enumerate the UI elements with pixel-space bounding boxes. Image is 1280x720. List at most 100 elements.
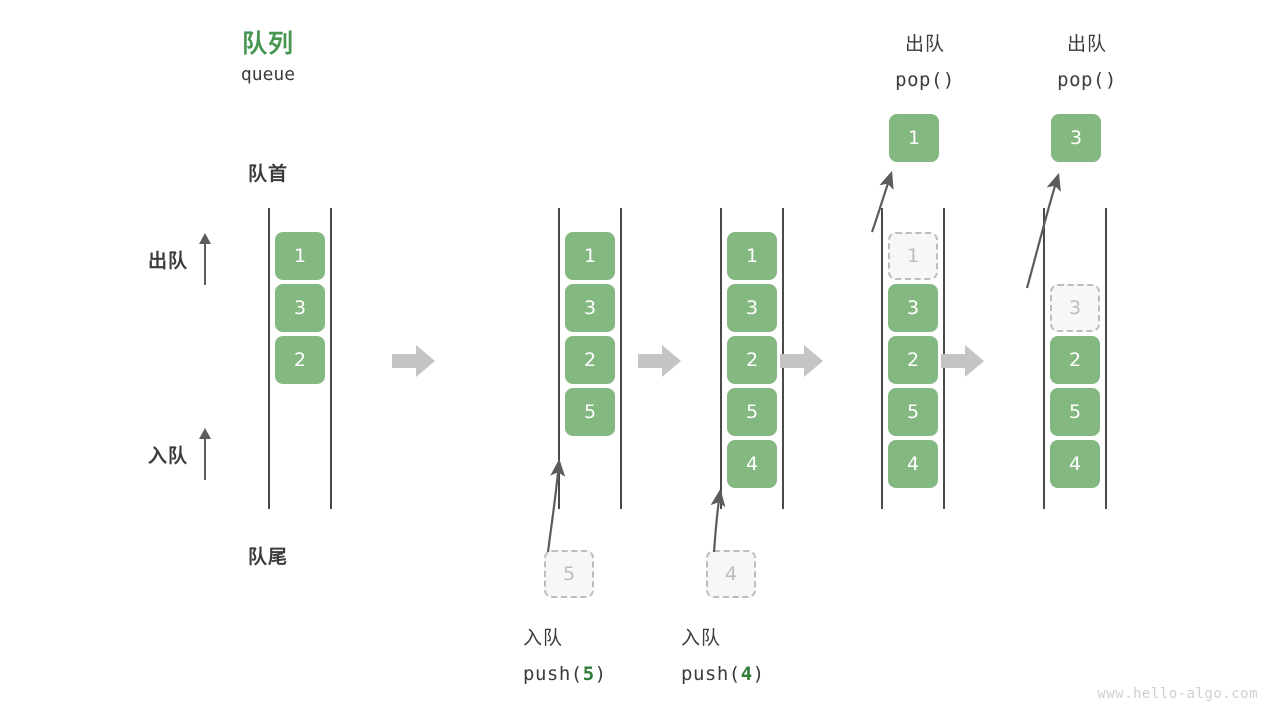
queue-slot: [1050, 232, 1100, 284]
queue-slot: 3: [565, 284, 615, 336]
caption-cn: 入队: [681, 627, 722, 649]
caption-code-arg: 4: [740, 663, 753, 685]
caption-code: push(5): [523, 656, 723, 692]
popped-element: 3: [1051, 114, 1101, 162]
step-caption-push-5: 入队 push(5): [523, 620, 723, 692]
queue-slot: 1: [888, 232, 938, 284]
rail-left: [558, 208, 560, 509]
queue-slot: 2: [1050, 336, 1100, 388]
queue-rails: [522, 208, 672, 509]
queue-column-push-5: 1 3 2 5 5 入队 push(5): [522, 0, 672, 720]
popped-element: 1: [889, 114, 939, 162]
caption-code-prefix: push(: [681, 663, 741, 685]
caption-code-arg: 5: [582, 663, 595, 685]
queue-slot: 3: [727, 284, 777, 336]
rail-left: [720, 208, 722, 509]
queue-head-label: 队首: [247, 163, 288, 185]
queue-element: 1: [275, 232, 325, 280]
pending-push-element: 4: [706, 550, 756, 598]
queue-slot-stack: 3 2 5 4: [1050, 232, 1100, 492]
queue-slot: 2: [727, 336, 777, 388]
queue-slot-stack: 1 3 2 5 4: [727, 232, 777, 492]
queue-element: 5: [727, 388, 777, 436]
queue-slot: 1: [275, 232, 325, 284]
queue-element: 2: [565, 336, 615, 384]
queue-slot: [565, 440, 615, 492]
queue-element: 1: [565, 232, 615, 280]
right-arrow-icon: [941, 344, 985, 378]
queue-slot: 1: [565, 232, 615, 284]
enqueue-label: 入队: [148, 444, 189, 467]
queue-element: 2: [888, 336, 938, 384]
rail-left: [1043, 208, 1045, 509]
queue-element: 2: [727, 336, 777, 384]
queue-rails: [232, 208, 382, 509]
queue-slot-stack: 1 3 2 5: [565, 232, 615, 492]
up-arrow-icon: [198, 428, 212, 480]
header-code: pop(): [1057, 69, 1117, 91]
queue-element: 5: [1050, 388, 1100, 436]
header-cn: 出队: [1066, 33, 1107, 55]
up-arrow-icon: [198, 233, 212, 285]
pending-push-element: 5: [544, 550, 594, 598]
queue-tail-label: 队尾: [247, 546, 288, 568]
dequeue-label: 出队: [148, 249, 189, 272]
queue-slot: 2: [888, 336, 938, 388]
rail-right: [620, 208, 622, 509]
diagram-title-group: 队列 queue: [196, 28, 340, 90]
queue-element: 3: [888, 284, 938, 332]
rail-right: [330, 208, 332, 509]
header-cn: 出队: [904, 33, 945, 55]
queue-element: 4: [1050, 440, 1100, 488]
queue-slot: 5: [727, 388, 777, 440]
queue-element: 5: [888, 388, 938, 436]
enqueue-direction-annotation: 入队: [148, 428, 212, 480]
queue-slot: 3: [275, 284, 325, 336]
queue-slot: 4: [1050, 440, 1100, 492]
queue-slot: [275, 388, 325, 440]
queue-slot: 1: [727, 232, 777, 284]
queue-column-pop-3: 出队 pop() 3 3 2 5 4: [1007, 0, 1157, 720]
right-arrow-icon: [638, 344, 682, 378]
queue-slot-stack: 1 3 2: [275, 232, 325, 492]
step-header-pop-1: 出队 pop(): [865, 26, 985, 98]
queue-slot: 5: [565, 388, 615, 440]
page-title-en: queue: [240, 64, 296, 85]
queue-slot-stack: 1 3 2 5 4: [888, 232, 938, 492]
queue-element-removed: 3: [1050, 284, 1100, 332]
page-title-cn: 队列: [241, 29, 294, 58]
right-arrow-icon: [392, 344, 436, 378]
queue-element: 4: [727, 440, 777, 488]
queue-element: 2: [1050, 336, 1100, 384]
queue-column-push-4: 1 3 2 5 4 4 入队 push(4): [681, 0, 834, 720]
queue-element: 2: [275, 336, 325, 384]
queue-element: 1: [727, 232, 777, 280]
queue-slot: 5: [1050, 388, 1100, 440]
rail-left: [881, 208, 883, 509]
caption-code-suffix: ): [594, 663, 607, 685]
caption-code: push(4): [681, 656, 881, 692]
queue-slot: 2: [565, 336, 615, 388]
queue-slot: 3: [1050, 284, 1100, 336]
queue-slot: [275, 440, 325, 492]
queue-column-pop-1: 出队 pop() 1 1 3 2 5 4: [845, 0, 995, 720]
queue-element: 3: [565, 284, 615, 332]
rail-left: [268, 208, 270, 509]
queue-column-initial: 1 3 2: [232, 0, 382, 720]
queue-element: 4: [888, 440, 938, 488]
queue-slot: 5: [888, 388, 938, 440]
queue-slot: 4: [727, 440, 777, 492]
caption-code-suffix: ): [752, 663, 765, 685]
step-caption-push-4: 入队 push(4): [681, 620, 881, 692]
header-code: pop(): [895, 69, 955, 91]
right-arrow-icon: [780, 344, 824, 378]
queue-slot: 4: [888, 440, 938, 492]
queue-element: 3: [275, 284, 325, 332]
rail-right: [1105, 208, 1107, 509]
queue-element-removed: 1: [888, 232, 938, 280]
step-header-pop-3: 出队 pop(): [1027, 26, 1147, 98]
caption-code-prefix: push(: [523, 663, 583, 685]
queue-rails: [1007, 208, 1157, 509]
queue-slot: 2: [275, 336, 325, 388]
